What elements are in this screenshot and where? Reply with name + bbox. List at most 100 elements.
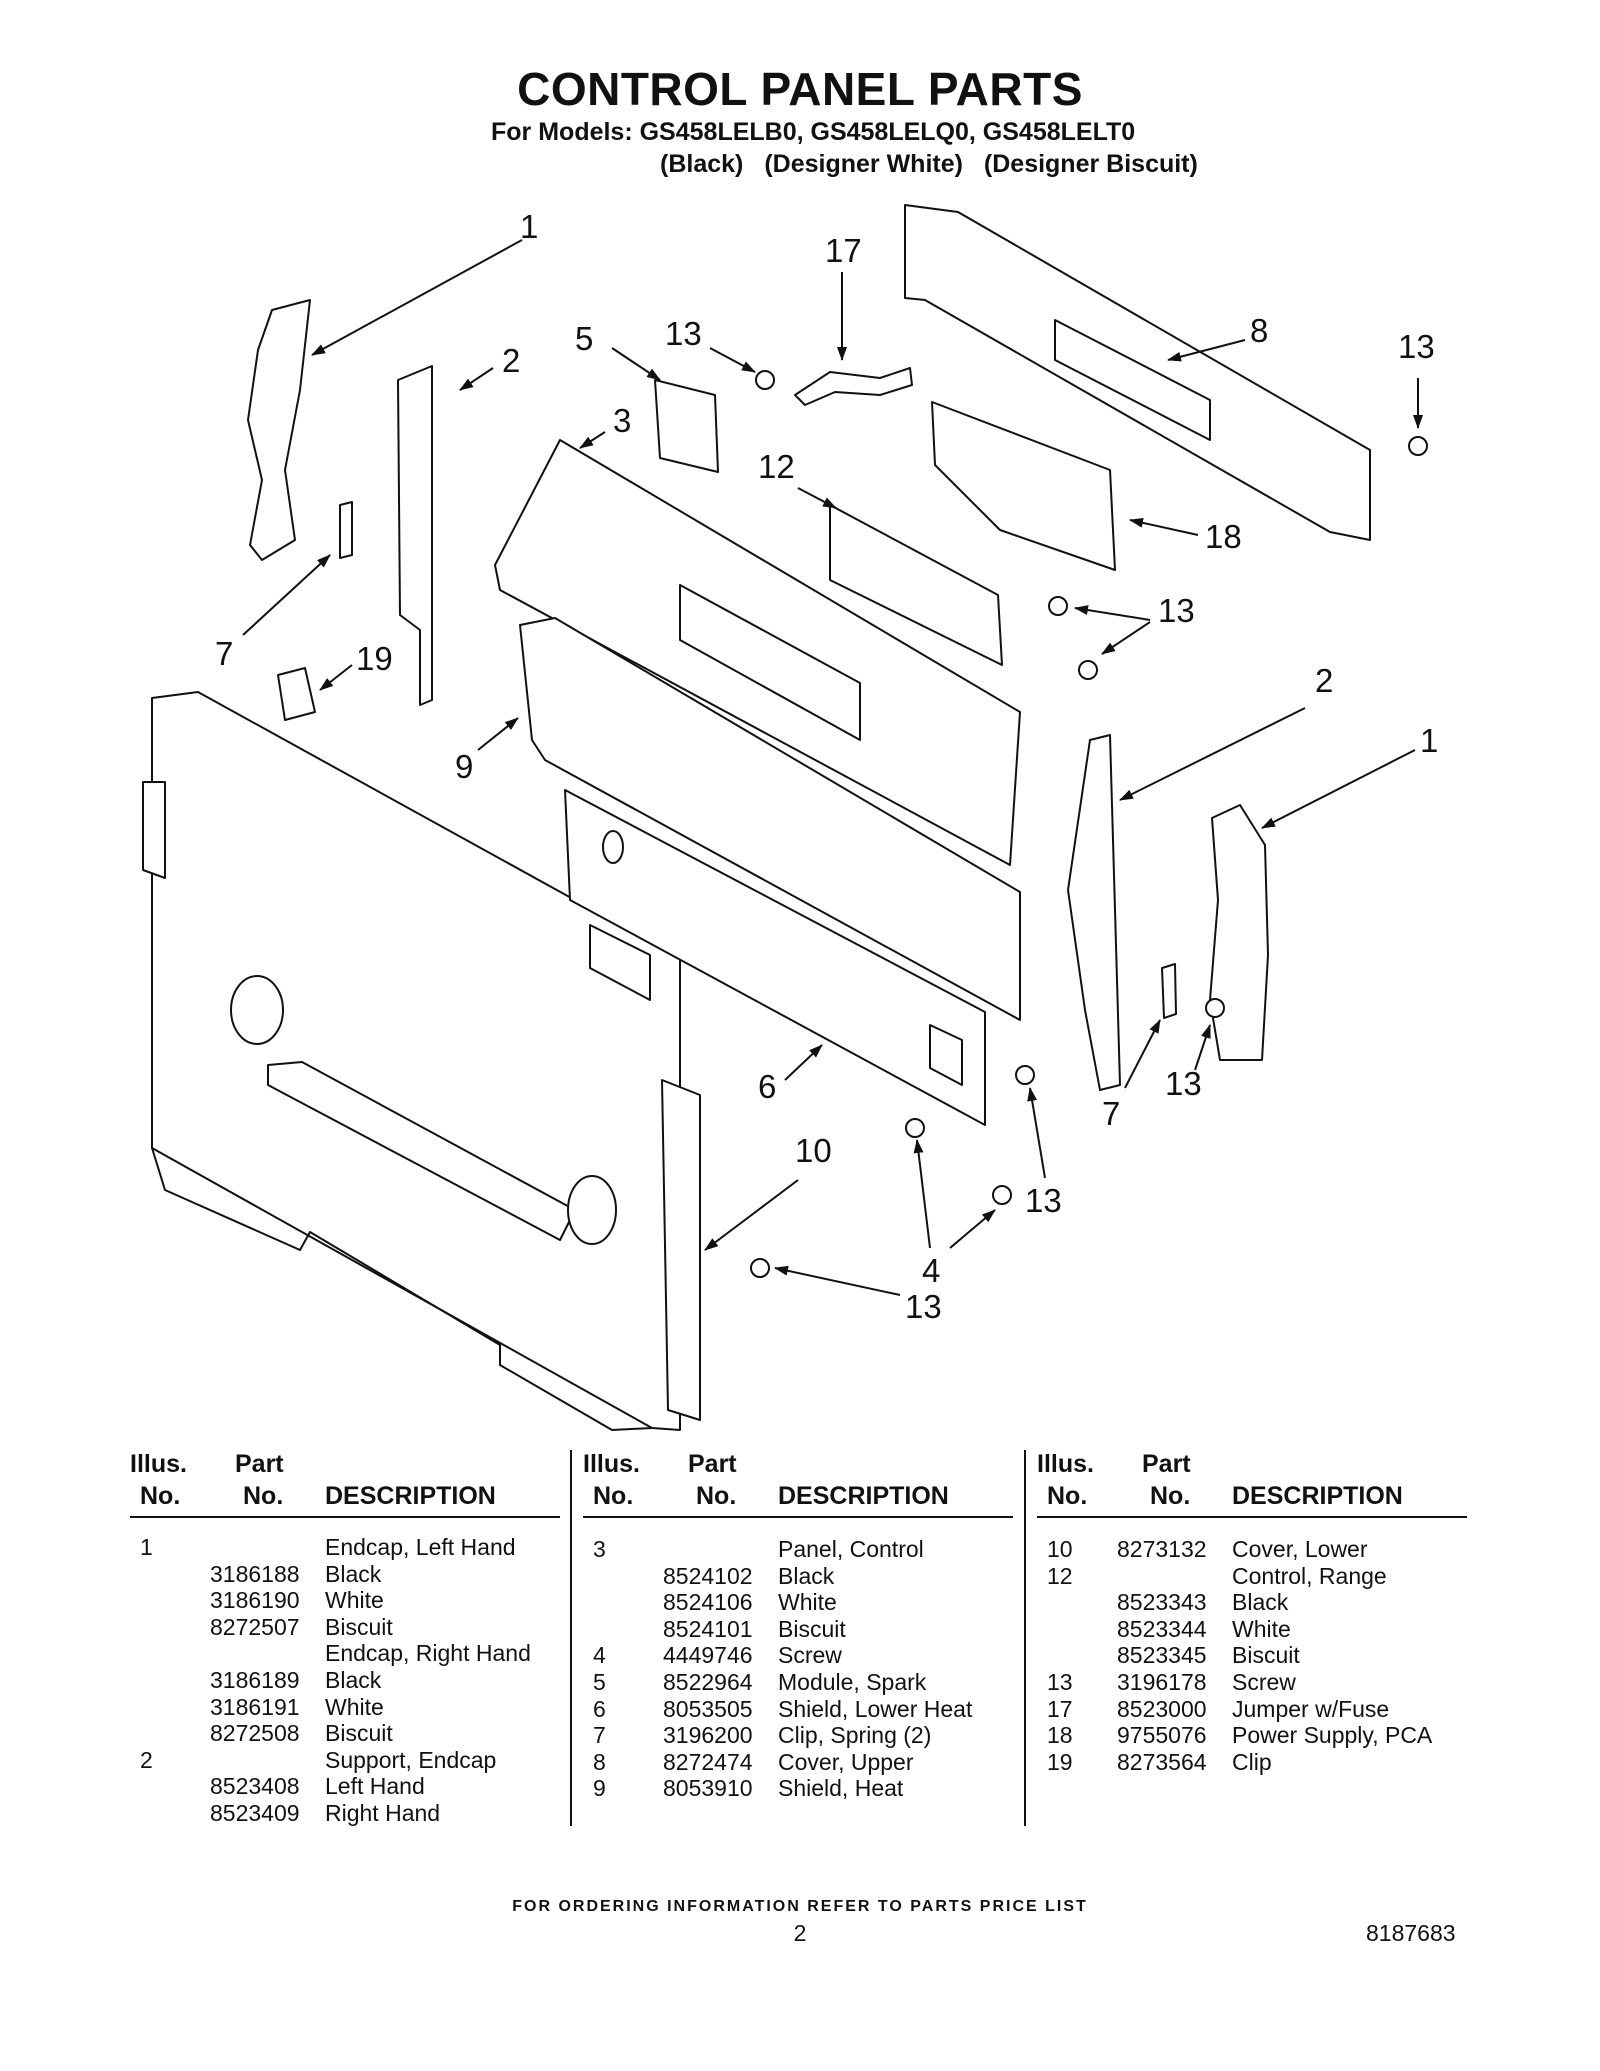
leader-8	[1167, 339, 1246, 362]
leader-5	[611, 347, 661, 381]
part-description: Jumper w/Fuse	[1232, 1695, 1390, 1722]
parts-row: 12 Control, Range	[1037, 1563, 1467, 1589]
illus-number: 3	[593, 1536, 606, 1562]
part-number: 8524106	[663, 1589, 753, 1616]
parts-row: 3 Panel, Control	[583, 1536, 1013, 1562]
jumper-fuse-part	[794, 367, 913, 406]
parts-row: 1 Endcap, Left Hand	[130, 1534, 560, 1560]
callout-screw-top: 13	[665, 315, 702, 352]
callout-range-control: 12	[758, 448, 795, 485]
illus-number: 17	[1047, 1695, 1073, 1722]
leader-13-endcap	[1194, 1024, 1211, 1071]
column-divider-1	[570, 1450, 572, 1826]
part-description: Control, Range	[1232, 1562, 1387, 1589]
endcap-right-part	[1209, 804, 1269, 1061]
screw-8	[992, 1185, 1012, 1205]
part-description: Right Hand	[325, 1800, 441, 1826]
part-description: Black	[778, 1562, 835, 1589]
part-number: 8523344	[1117, 1615, 1207, 1642]
model-colors: (Black) (Designer White) (Designer Biscu…	[660, 150, 1212, 179]
part-description: Support, Endcap	[325, 1746, 497, 1773]
spring-clip-right	[1161, 963, 1177, 1019]
screw-1	[755, 370, 775, 390]
control-panel-display	[679, 584, 861, 741]
part-number: 8523345	[1117, 1642, 1207, 1669]
col1-header-rule	[130, 1516, 560, 1518]
parts-row: 8523408 Left Hand	[130, 1773, 560, 1799]
part-description: Black	[325, 1560, 382, 1587]
illus-number: 12	[1047, 1562, 1073, 1589]
leader-4-a	[913, 1139, 931, 1249]
callout-spark-module: 5	[575, 320, 593, 357]
illus-number: 1	[140, 1534, 153, 1560]
leader-2-right	[1119, 707, 1306, 801]
col3-illus-header: Illus.No.	[1037, 1450, 1094, 1510]
illus-number: 5	[593, 1669, 606, 1695]
part-description: Power Supply, PCA	[1232, 1722, 1433, 1749]
col2-illus-header: Illus.No.	[583, 1450, 640, 1510]
illus-number: 7	[593, 1722, 606, 1749]
document-number: 8187683	[1366, 1920, 1456, 1946]
part-number: 8522964	[663, 1669, 753, 1695]
col2-description-header: DESCRIPTION	[778, 1482, 949, 1510]
part-number: 8053505	[663, 1695, 753, 1722]
illus-number: 8	[593, 1748, 606, 1775]
lower-cover-bottom-flange	[151, 1147, 653, 1431]
part-number: 8272474	[663, 1748, 753, 1775]
callout-screw-4: 4	[922, 1252, 940, 1289]
part-description: White	[325, 1693, 384, 1720]
heat-shield-part	[519, 617, 1021, 1021]
part-description: Cover, Upper	[778, 1748, 914, 1775]
illus-number: 18	[1047, 1722, 1073, 1749]
part-number: 8523408	[210, 1773, 300, 1800]
callout-clip-left: 7	[215, 635, 233, 672]
leader-7-left	[242, 554, 331, 636]
callout-power-supply: 18	[1205, 518, 1242, 555]
leader-19	[319, 664, 353, 691]
exploded-parts-diagram: 1 2 5 13 17 8 13 3 12 18 13 7 19 2 1 9 6…	[142, 204, 1438, 1431]
part-description: White	[778, 1589, 837, 1616]
color-designer-biscuit: (Designer Biscuit)	[983, 150, 1198, 178]
power-supply-part	[931, 401, 1116, 571]
part-description: Left Hand	[325, 1773, 425, 1800]
lower-heat-shield-part	[564, 789, 986, 1126]
leader-10	[704, 1179, 799, 1251]
illus-number: 4	[593, 1642, 606, 1669]
part-description: Endcap, Left Hand	[325, 1534, 516, 1560]
callout-lower-cover: 10	[795, 1132, 832, 1169]
callout-heat-shield: 9	[455, 748, 473, 785]
part-description: Black	[325, 1667, 382, 1693]
callout-support-right: 2	[1315, 662, 1333, 699]
illus-number: 10	[1047, 1536, 1073, 1562]
screw-9	[750, 1258, 770, 1278]
part-number: 8272508	[210, 1720, 300, 1747]
part-description: Panel, Control	[778, 1536, 924, 1562]
illus-number: 2	[140, 1746, 153, 1773]
col2-header-rule	[583, 1516, 1013, 1518]
part-description: Screw	[1232, 1669, 1296, 1695]
screw-4	[1078, 660, 1098, 680]
lower-cover-hole-right	[567, 1175, 617, 1245]
lower-cover-right-edge	[661, 1079, 701, 1421]
leader-1-right	[1261, 749, 1416, 829]
illus-number: 19	[1047, 1748, 1073, 1775]
part-description: Biscuit	[325, 1720, 393, 1747]
leader-2-left	[459, 367, 494, 391]
illus-number: 9	[593, 1775, 606, 1802]
callout-screw-bottom: 13	[905, 1288, 942, 1325]
part-description: Biscuit	[1232, 1642, 1300, 1669]
part-number: 8273132	[1117, 1536, 1207, 1562]
page-number: 2	[793, 1920, 807, 1946]
support-right-part	[1067, 734, 1121, 1091]
leader-13-shield	[1027, 1087, 1046, 1179]
